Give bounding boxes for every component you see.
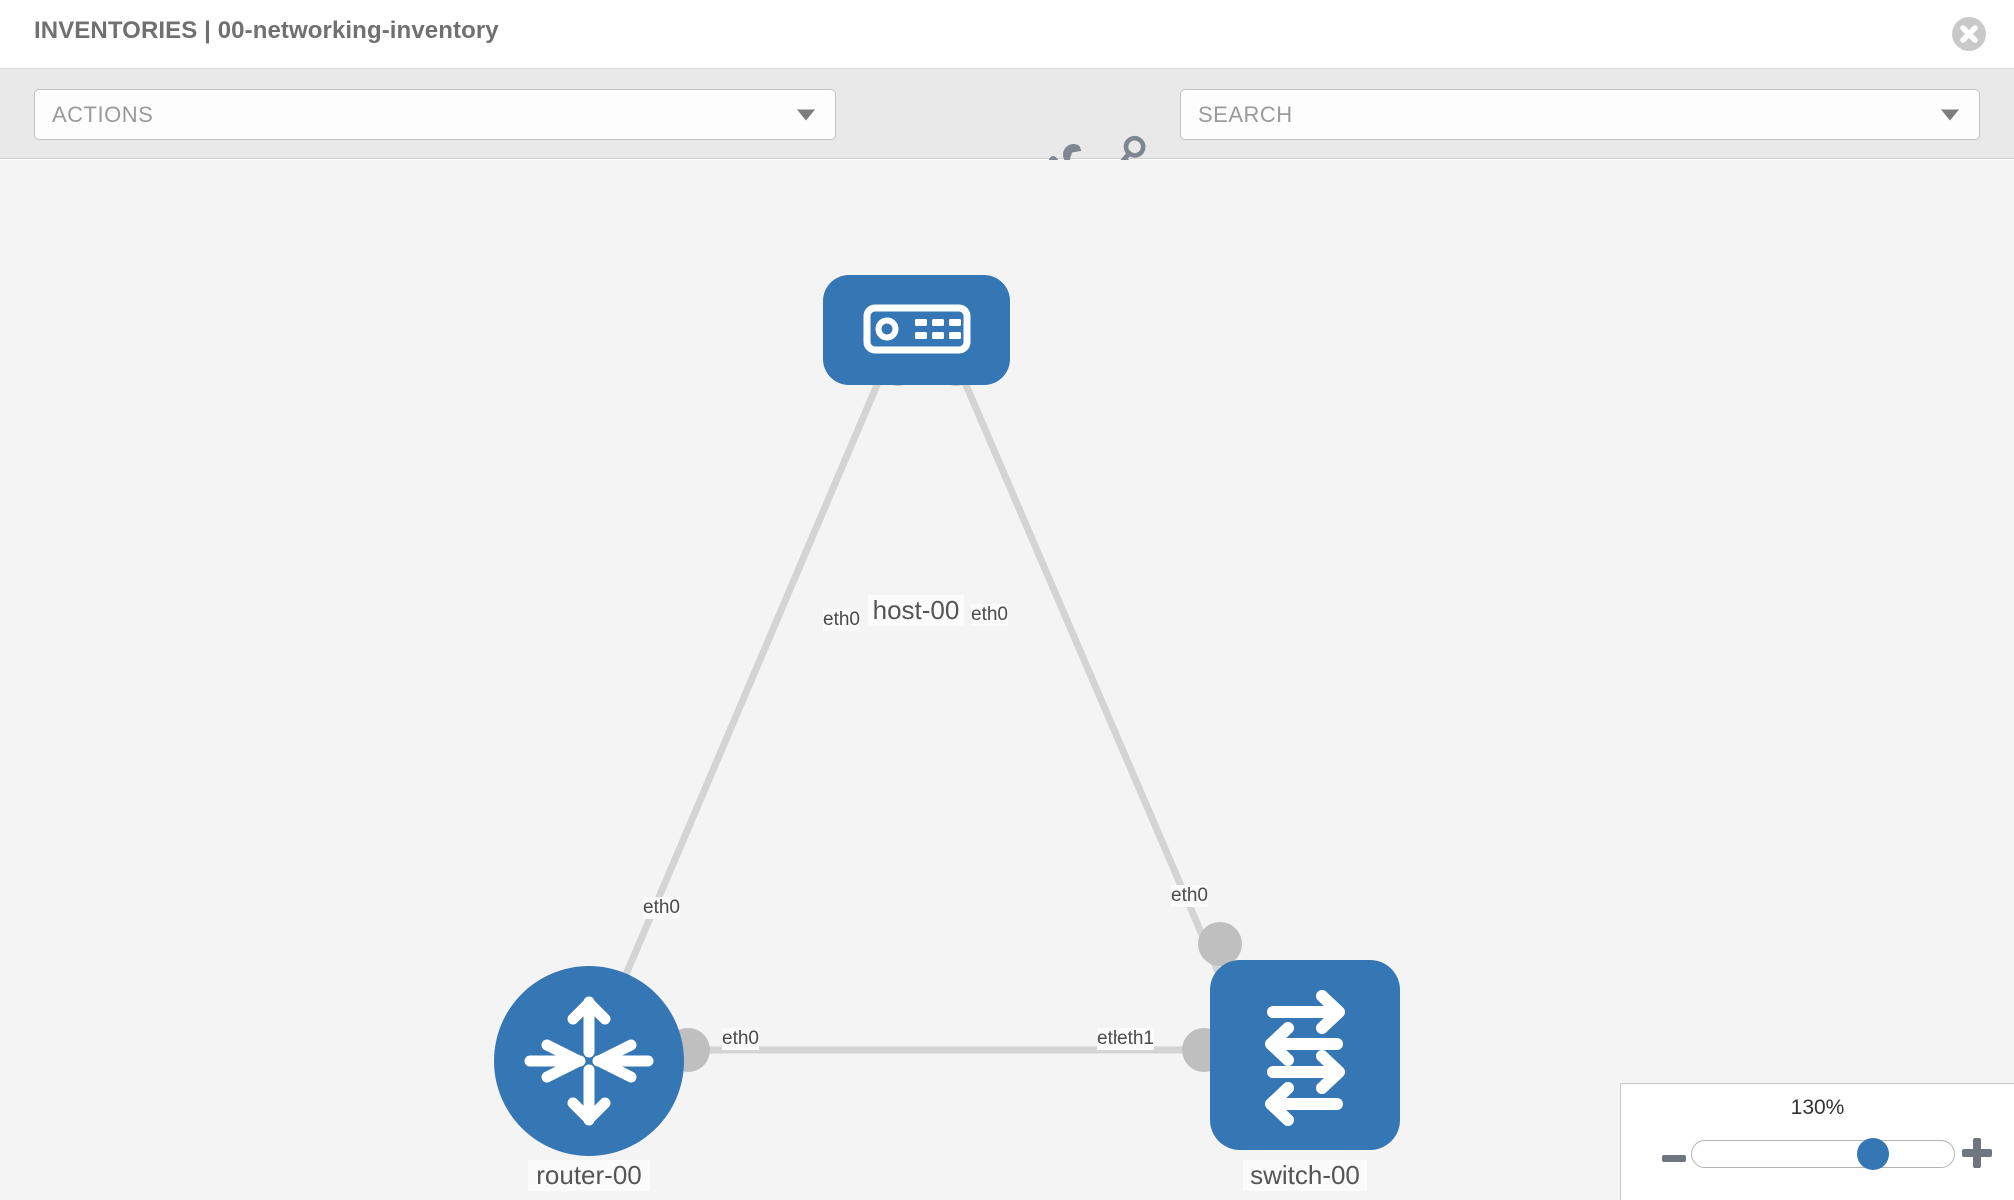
chevron-down-icon xyxy=(1941,109,1959,120)
actions-dropdown-label: ACTIONS xyxy=(52,101,154,127)
zoom-control-panel: 130% xyxy=(1620,1083,2014,1200)
edge-label-eth0: eth0 xyxy=(722,1028,759,1050)
page-title: INVENTORIES | 00-networking-inventory xyxy=(34,17,499,44)
node-label-switch-00: switch-00 xyxy=(1243,1160,1367,1191)
zoom-level-label: 130% xyxy=(1790,1096,1845,1119)
minus-icon[interactable] xyxy=(1661,1146,1687,1177)
actions-dropdown[interactable]: ACTIONS xyxy=(34,89,836,140)
edge-label-eth0: eth0 xyxy=(643,897,680,919)
toolbar: ACTIONS SEARCH xyxy=(0,69,2014,173)
node-host-00[interactable] xyxy=(823,275,1010,385)
search-placeholder: SEARCH xyxy=(1198,101,1293,127)
topology-canvas[interactable]: host-00 router-00 xyxy=(0,160,2014,1200)
node-router-00[interactable] xyxy=(494,966,684,1156)
title-bar: INVENTORIES | 00-networking-inventory xyxy=(0,0,2014,69)
zoom-slider-track[interactable] xyxy=(1691,1138,1955,1170)
edge-label-eth0: eth0 xyxy=(971,604,1008,626)
edge-label-eth0: eth0 xyxy=(823,609,860,631)
node-switch-00[interactable] xyxy=(1210,960,1400,1150)
node-label-router-00: router-00 xyxy=(528,1160,650,1191)
chevron-down-icon xyxy=(797,109,815,120)
close-icon[interactable] xyxy=(1952,17,1986,51)
search-input[interactable]: SEARCH xyxy=(1180,89,1980,140)
edge-label-eth1: eth1 xyxy=(1117,1028,1154,1050)
zoom-slider-thumb[interactable] xyxy=(1856,1138,1889,1170)
link-host-switch xyxy=(959,374,1222,976)
plus-icon[interactable] xyxy=(1960,1136,1994,1175)
node-label-host-00: host-00 xyxy=(868,595,964,626)
edge-label-eth0: eth0 xyxy=(1171,885,1208,907)
connection-handle[interactable] xyxy=(1198,922,1242,966)
